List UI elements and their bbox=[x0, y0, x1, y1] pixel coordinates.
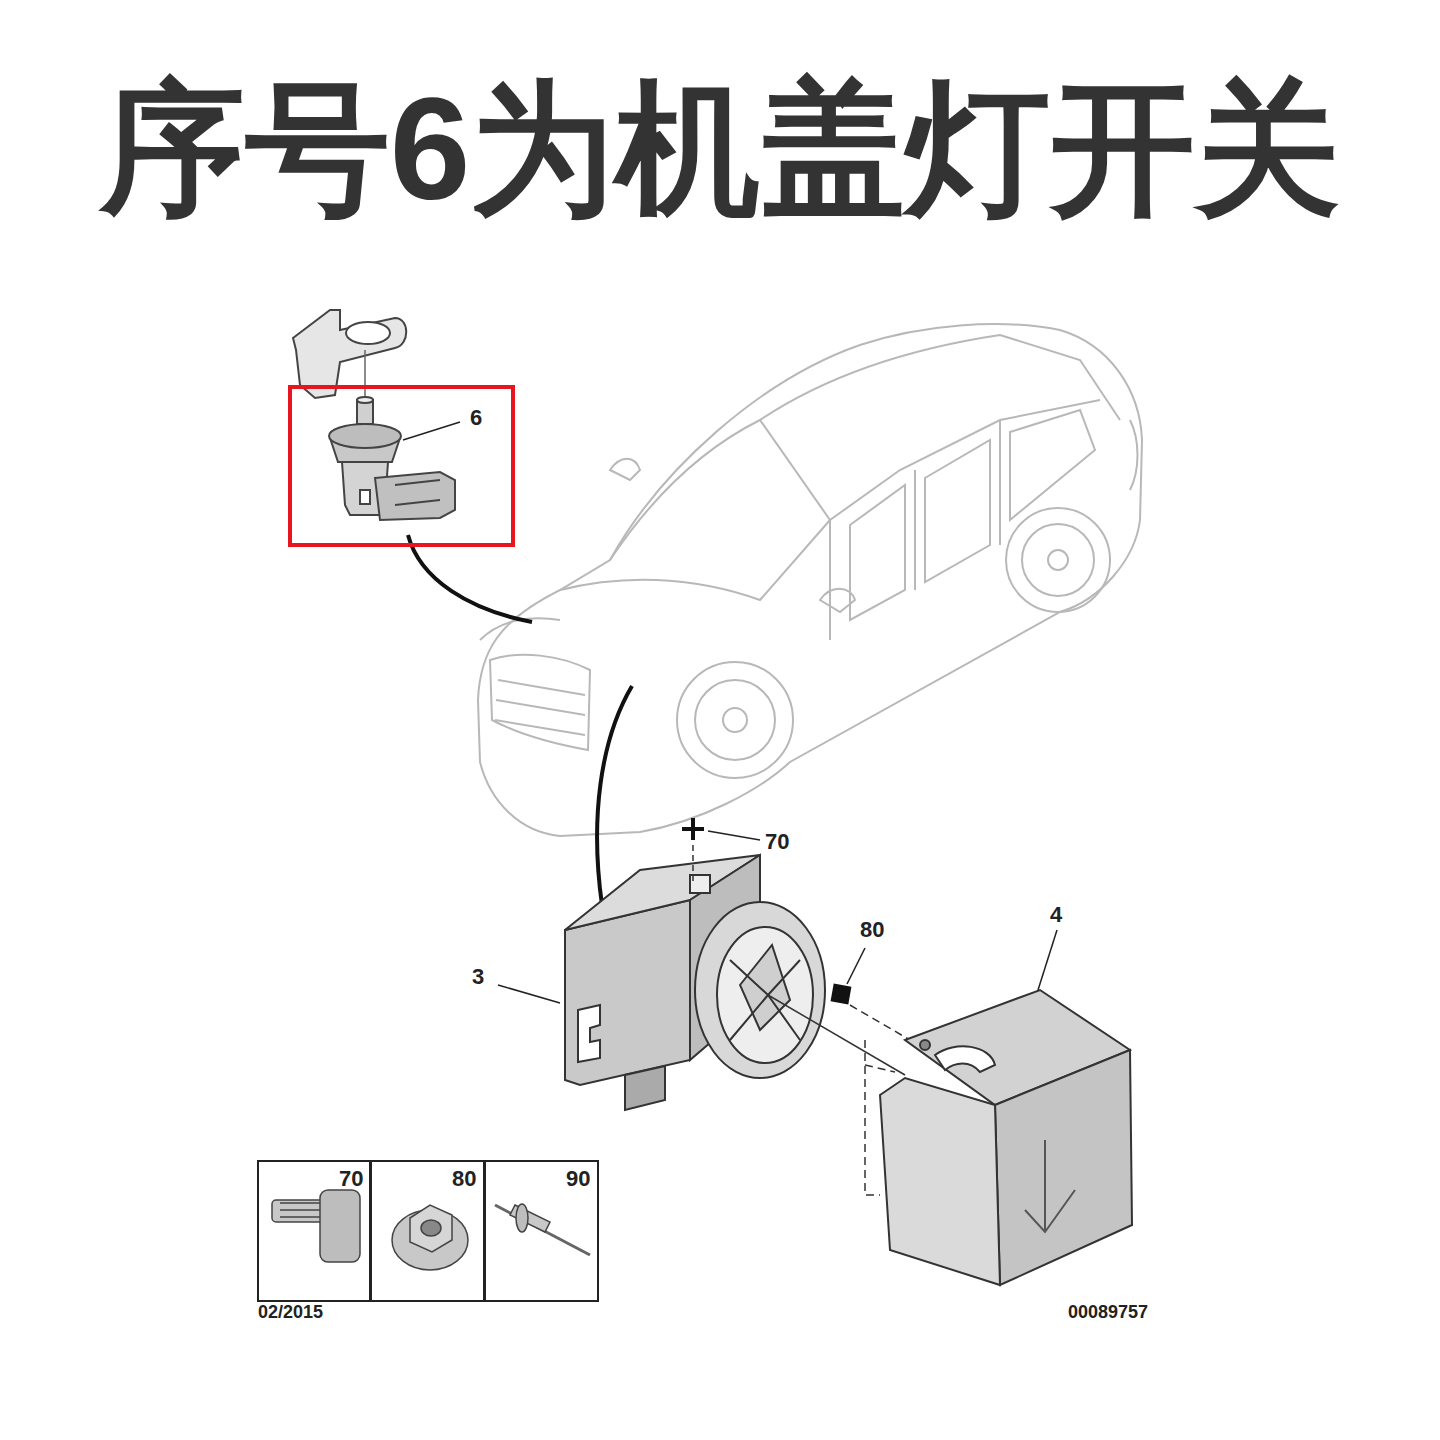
highlight-box: 6 bbox=[288, 385, 515, 547]
callout-number: 3 bbox=[472, 964, 484, 990]
parts-table-cell: 90 bbox=[484, 1160, 599, 1302]
page-title: 序号6为机盖灯开关 bbox=[0, 70, 1440, 230]
parts-table-cell: 70 bbox=[257, 1160, 371, 1302]
rivet-picture bbox=[495, 1204, 590, 1255]
axis-line bbox=[768, 995, 905, 1075]
callout-number: 80 bbox=[860, 917, 884, 943]
leader-curve bbox=[597, 686, 632, 905]
callout-number: 4 bbox=[1050, 902, 1062, 928]
nut-symbol bbox=[831, 984, 852, 1005]
dashed-guide bbox=[692, 845, 694, 885]
hood-switch-drawing bbox=[293, 310, 460, 520]
siren-drawing bbox=[565, 855, 825, 1110]
callout-number: 6 bbox=[470, 405, 482, 431]
leader-curve bbox=[408, 535, 532, 622]
screw-symbol bbox=[682, 818, 704, 840]
callout-number: 80 bbox=[452, 1166, 476, 1192]
bolt-picture bbox=[272, 1190, 360, 1262]
leader-lines bbox=[498, 831, 1057, 1003]
parts-table-cell: 80 bbox=[370, 1160, 485, 1302]
callout-number: 90 bbox=[566, 1166, 590, 1192]
date-code: 02/2015 bbox=[258, 1302, 323, 1323]
car-drawing bbox=[478, 324, 1142, 836]
bracket-drawing bbox=[880, 990, 1132, 1285]
drawing-number: 00089757 bbox=[1068, 1302, 1148, 1323]
callout-number: 70 bbox=[339, 1166, 363, 1192]
nut-picture bbox=[392, 1205, 468, 1270]
callout-number: 70 bbox=[765, 829, 789, 855]
